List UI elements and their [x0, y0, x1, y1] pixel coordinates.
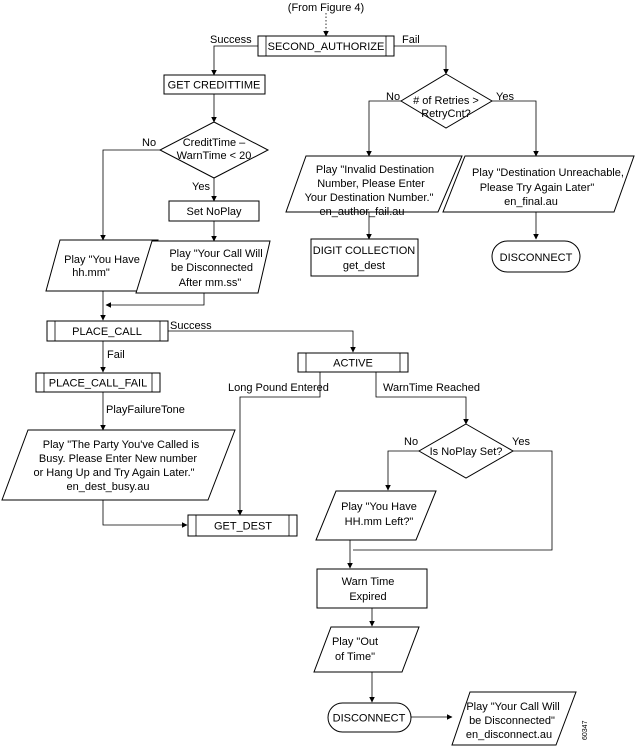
svg-text:Play "You Have: Play "You Have	[64, 254, 140, 266]
fail-place-call-label: Fail	[107, 349, 125, 361]
place-call-node: PLACE_CALL	[46, 320, 169, 342]
svg-text:GET CREDITTIME: GET CREDITTIME	[168, 80, 261, 92]
svg-text:ACTIVE: ACTIVE	[333, 358, 373, 370]
svg-text:Play "Your Call Will: Play "Your Call Will	[466, 701, 559, 713]
svg-text:Play "Your Call Will: Play "Your Call Will	[169, 248, 262, 260]
yes-retries-label: Yes	[496, 91, 514, 103]
warntime-reached-label: WarnTime Reached	[383, 382, 480, 394]
play-invalid-destination-node: Play "Invalid Destination Number, Please…	[285, 155, 463, 218]
play-failure-tone-label: PlayFailureTone	[106, 404, 185, 416]
yes-credit-label: Yes	[192, 181, 210, 193]
edge-labels: Success Fail No Yes No Yes Success Fail …	[106, 34, 530, 448]
disconnect-top-node: DISCONNECT	[491, 240, 581, 273]
svg-text:Play "Destination Unreachable,: Play "Destination Unreachable,	[472, 167, 624, 179]
svg-text:en_final.au: en_final.au	[504, 196, 558, 208]
svg-text:SECOND_AUTHORIZE: SECOND_AUTHORIZE	[268, 41, 385, 53]
svg-text:Busy. Please Enter New number: Busy. Please Enter New number	[39, 453, 197, 465]
svg-text:PLACE_CALL: PLACE_CALL	[72, 326, 142, 338]
svg-text:en_dest_busy.au: en_dest_busy.au	[67, 481, 150, 493]
svg-text:DISCONNECT: DISCONNECT	[333, 713, 406, 725]
set-noplay-node: Set NoPlay	[168, 200, 260, 222]
active-node: ACTIVE	[297, 352, 409, 373]
digit-collection-node: DIGIT COLLECTION get_dest	[310, 238, 419, 277]
svg-text:Please Try Again Later": Please Try Again Later"	[480, 182, 595, 194]
play-destination-unreachable-node: Play "Destination Unreachable, Please Tr…	[442, 155, 635, 213]
success-place-call-label: Success	[170, 320, 212, 332]
svg-text:# of Retries >: # of Retries >	[413, 95, 479, 107]
svg-text:en_author_fail.au: en_author_fail.au	[319, 206, 404, 218]
svg-text:Play "The Party You've Called: Play "The Party You've Called is	[43, 439, 200, 451]
svg-text:After mm.ss": After mm.ss"	[179, 277, 242, 289]
disconnect-bottom-node: DISCONNECT	[327, 702, 412, 733]
yes-noplay-label: Yes	[512, 436, 530, 448]
warn-time-expired-node: Warn Time Expired	[316, 568, 428, 609]
place-call-fail-node: PLACE_CALL_FAIL	[35, 372, 161, 393]
retries-decision: # of Retries > RetryCnt?	[400, 73, 493, 129]
svg-text:Expired: Expired	[349, 591, 386, 603]
play-out-of-time-node: Play "Out of Time"	[313, 626, 420, 673]
svg-text:GET_DEST: GET_DEST	[214, 521, 272, 533]
credittime-decision: CreditTime – WarnTime < 20	[158, 121, 270, 179]
svg-text:HH.mm Left?": HH.mm Left?"	[345, 516, 414, 528]
svg-text:be Disconnected": be Disconnected"	[469, 715, 555, 727]
svg-text:Is NoPlay Set?: Is NoPlay Set?	[430, 446, 503, 458]
fail-authorize-label: Fail	[402, 34, 420, 46]
svg-text:hh.mm": hh.mm"	[72, 267, 110, 279]
svg-text:Warn Time: Warn Time	[342, 576, 395, 588]
from-figure-label: (From Figure 4)	[288, 2, 364, 14]
no-retries-label: No	[386, 91, 400, 103]
svg-text:Number, Please Enter: Number, Please Enter	[317, 178, 425, 190]
svg-text:get_dest: get_dest	[343, 260, 385, 272]
svg-text:or Hang Up and Try Again Later: or Hang Up and Try Again Later."	[33, 467, 194, 479]
play-hhmm-left-node: Play "You Have HH.mm Left?"	[315, 490, 437, 541]
connectors	[100, 13, 553, 720]
get-dest-node: GET_DEST	[187, 514, 298, 537]
play-call-disconnected-node: Play "Your Call Will be Disconnected" en…	[451, 691, 577, 746]
svg-text:Set NoPlay: Set NoPlay	[186, 206, 242, 218]
svg-text:be Disconnected: be Disconnected	[171, 262, 253, 274]
svg-text:of Time": of Time"	[335, 651, 375, 663]
get-credittime-node: GET CREDITTIME	[163, 74, 266, 95]
svg-text:en_disconnect.au: en_disconnect.au	[466, 729, 552, 741]
svg-text:Play "Out: Play "Out	[332, 636, 378, 648]
long-pound-entered-label: Long Pound Entered	[228, 382, 329, 394]
play-party-busy-node: Play "The Party You've Called is Busy. P…	[1, 429, 236, 501]
no-credit-label: No	[142, 137, 156, 149]
no-noplay-label: No	[404, 436, 418, 448]
svg-text:RetryCnt?: RetryCnt?	[421, 108, 471, 120]
svg-text:Play "You Have: Play "You Have	[341, 501, 417, 513]
svg-text:Your Destination Number.": Your Destination Number."	[305, 192, 434, 204]
figure-id: 60347	[582, 720, 589, 740]
play-disconnected-after-node: Play "Your Call Will be Disconnected Aft…	[135, 240, 271, 294]
svg-text:DISCONNECT: DISCONNECT	[500, 252, 573, 264]
play-you-have-node: Play "You Have hh.mm"	[45, 239, 159, 292]
svg-text:CreditTime –: CreditTime –	[183, 137, 246, 149]
svg-text:PLACE_CALL_FAIL: PLACE_CALL_FAIL	[49, 378, 147, 390]
svg-text:WarnTime < 20: WarnTime < 20	[177, 150, 252, 162]
svg-text:DIGIT COLLECTION: DIGIT COLLECTION	[313, 245, 416, 257]
second-authorize-node: SECOND_AUTHORIZE	[257, 35, 395, 57]
noplay-decision: Is NoPlay Set?	[417, 423, 515, 479]
svg-text:Play "Invalid Destination: Play "Invalid Destination	[316, 164, 434, 176]
success-authorize-label: Success	[210, 34, 252, 46]
